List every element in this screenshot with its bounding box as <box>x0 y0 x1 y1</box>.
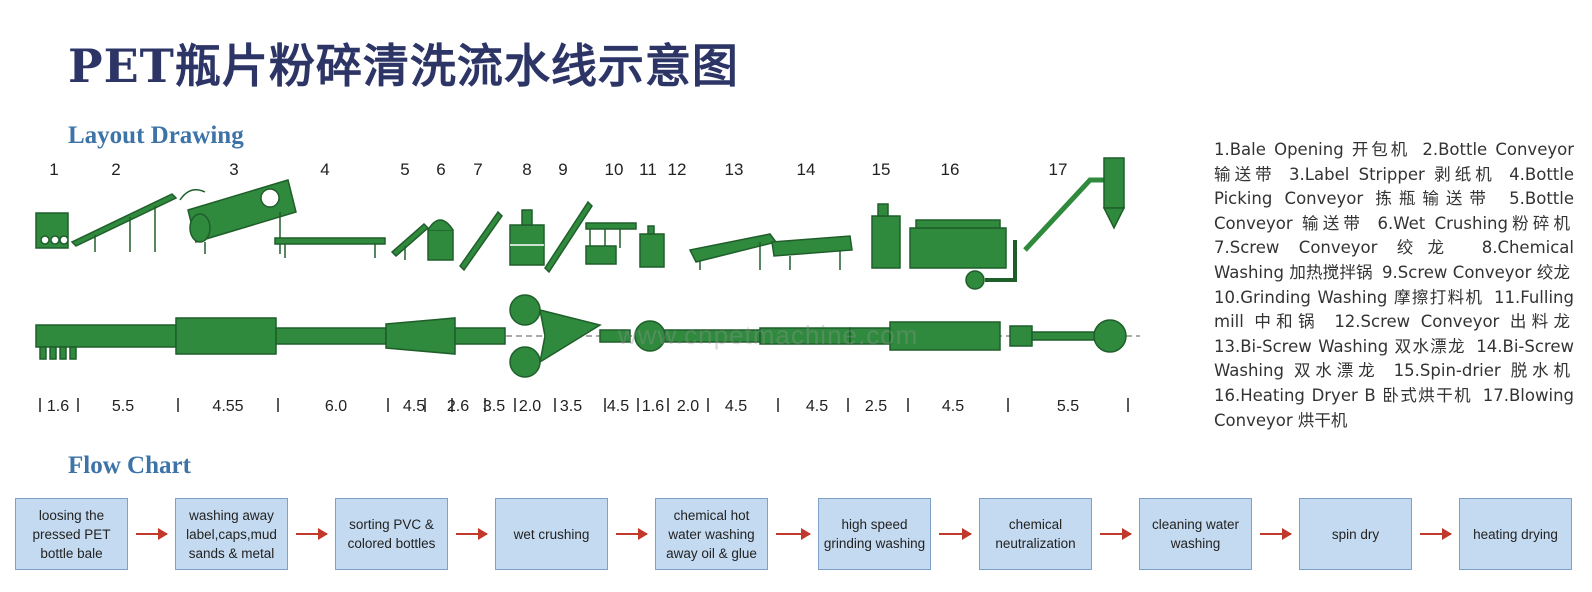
legend-item: 9.Screw Conveyor 绞龙 <box>1382 262 1570 282</box>
legend-item: 1.Bale Opening 开包机 <box>1214 140 1419 159</box>
page-title: PET瓶片粉碎清洗流水线示意图 <box>68 39 739 93</box>
machine-blowing-conveyor <box>1023 157 1126 252</box>
station-number: 7 <box>473 160 482 179</box>
dimension-label: 1.6 <box>642 398 664 415</box>
elevation-view <box>35 157 1126 290</box>
machine-picking-conveyor <box>274 237 386 258</box>
dimension-label: 2.0 <box>519 398 541 415</box>
flow-step: cleaning water washing <box>1139 498 1252 570</box>
dimension-labels: 1.6 5.5 4.55 6.0 4.5 2.6 3.5 2.0 3.5 4.5 1.6 2.0 4.5… <box>39 398 1129 415</box>
machine-bottle-conveyor-2 <box>390 222 430 260</box>
legend-item: 13.Bi-Screw Washing 双水漂龙 <box>1214 336 1473 356</box>
flow-chart-heading: Flow Chart <box>68 452 191 479</box>
flow-arrow <box>1260 528 1292 540</box>
flow-arrow <box>939 528 972 540</box>
legend-item: 3.Label Stripper 剥纸机 <box>1289 164 1506 184</box>
station-number: 12 <box>668 160 687 179</box>
machine-bi-screw-washing-2 <box>771 235 853 270</box>
machine-bale-opening <box>35 212 69 249</box>
flow-arrow <box>456 528 488 540</box>
dimension-label: 5.5 <box>112 398 134 415</box>
machine-fulling-mill <box>639 225 665 268</box>
flow-step: loosing the pressed PET bottle bale <box>15 498 128 570</box>
flow-step: sorting PVC & colored bottles <box>335 498 448 570</box>
flow-step: chemical hot water washing away oil & gl… <box>655 498 768 570</box>
dimension-label: 2.0 <box>677 398 699 415</box>
station-number: 15 <box>872 160 891 179</box>
station-number: 1 <box>49 160 58 179</box>
dimension-label: 4.5 <box>942 398 964 415</box>
machine-bi-screw-washing <box>688 233 778 270</box>
flow-step: heating drying <box>1459 498 1572 570</box>
flow-arrow <box>296 528 328 540</box>
station-number: 11 <box>639 160 657 179</box>
machine-wet-crusher <box>427 219 454 261</box>
machine-screw-conveyor <box>459 210 503 272</box>
legend-item: 10.Grinding Washing 摩擦打料机 <box>1214 287 1491 307</box>
dimension-label: 4.55 <box>212 398 243 415</box>
flow-step: spin dry <box>1299 498 1412 570</box>
legend-item: 17.Blowing Conveyor 烘干机 <box>1214 385 1574 430</box>
flow-arrow <box>136 528 168 540</box>
dimension-label: 6.0 <box>325 398 347 415</box>
legend-item: 7.Screw Conveyor 绞龙 <box>1214 238 1478 258</box>
station-number: 14 <box>797 160 816 179</box>
plan-view <box>35 294 1140 378</box>
dimension-label: 3.5 <box>560 398 582 415</box>
flow-step: washing away label,caps,mud sands & meta… <box>175 498 288 570</box>
flow-step: wet crushing <box>495 498 608 570</box>
station-number: 2 <box>111 160 120 179</box>
machine-bottle-conveyor <box>70 193 178 252</box>
dimension-label: 3.5 <box>483 398 505 415</box>
dimension-label: 4.5 <box>607 398 629 415</box>
legend-item: 16.Heating Dryer B 卧式烘干机 <box>1214 385 1479 405</box>
station-number: 9 <box>558 160 567 179</box>
station-number: 4 <box>320 160 329 179</box>
legend-item: 2.Bottle Conveyor 输送带 <box>1214 140 1574 184</box>
dimension-label: 2.6 <box>447 398 469 415</box>
machine-chemical-washing <box>509 209 545 266</box>
station-number: 5 <box>400 160 409 179</box>
machine-screw-conveyor-2 <box>544 200 593 274</box>
dimension-label: 4.5 <box>403 398 425 415</box>
station-number: 17 <box>1049 160 1068 179</box>
dimension-label: 2.5 <box>865 398 887 415</box>
legend-item: 14.Bi-Screw Washing 双水漂龙 <box>1214 336 1574 381</box>
legend-item: 6.Wet Crushing粉碎机 <box>1377 213 1571 233</box>
station-number: 8 <box>522 160 531 179</box>
machine-spin-drier <box>871 203 901 269</box>
legend-item: 15.Spin-drier 脱水机 <box>1393 361 1570 381</box>
machine-grinding-washing <box>585 222 637 265</box>
flow-arrow <box>776 528 811 540</box>
legend-item: 11.Fulling mill 中和锅 <box>1214 287 1574 332</box>
flow-arrow <box>1100 528 1132 540</box>
layout-drawing-heading: Layout Drawing <box>68 122 244 149</box>
legend-item: 5.Bottle Conveyor 输送带 <box>1214 189 1574 233</box>
dimension-label: 1.6 <box>47 398 69 415</box>
machine-label-stripper <box>179 179 297 254</box>
flow-arrow <box>616 528 648 540</box>
station-number: 10 <box>605 160 624 179</box>
station-number: 6 <box>436 160 445 179</box>
station-number: 13 <box>725 160 744 179</box>
dimension-label: 4.5 <box>725 398 747 415</box>
flow-step: high speed grinding washing <box>818 498 931 570</box>
station-number: 3 <box>229 160 238 179</box>
legend-item: 12.Screw Conveyor 出料龙 <box>1334 312 1570 332</box>
legend-item: 4.Bottle Picking Conveyor 拣瓶输送带 <box>1214 164 1575 209</box>
legend: 1.Bale Opening 开包机 2.Bottle Conveyor 输送带… <box>1214 138 1574 433</box>
watermark: www.cnpetmachine.com <box>618 320 919 350</box>
flow-step: chemical neutralization <box>979 498 1092 570</box>
machine-heating-dryer <box>909 219 1017 290</box>
station-number: 16 <box>941 160 960 179</box>
flow-arrow <box>1420 528 1452 540</box>
dimension-label: 4.5 <box>806 398 828 415</box>
dimension-label: 5.5 <box>1057 398 1079 415</box>
legend-item: 8.Chemical Washing 加热搅拌锅 <box>1214 238 1574 282</box>
